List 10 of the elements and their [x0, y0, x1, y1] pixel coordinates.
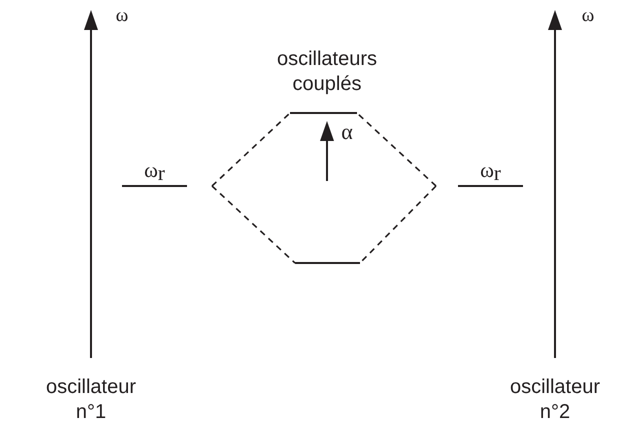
dashed-connector [356, 112, 437, 187]
dashed-connector [359, 185, 437, 264]
shift-label: α [340, 118, 354, 146]
axis-label: ω [114, 4, 130, 28]
axis-label: ω [580, 4, 596, 28]
dashed-connector [211, 185, 296, 264]
oscillator-label: oscillateur n°1 [44, 375, 138, 425]
oscillator-label: oscillateur n°2 [508, 375, 602, 425]
dashed-connector [211, 112, 291, 187]
title-label: oscillateurs couplés [276, 47, 378, 97]
